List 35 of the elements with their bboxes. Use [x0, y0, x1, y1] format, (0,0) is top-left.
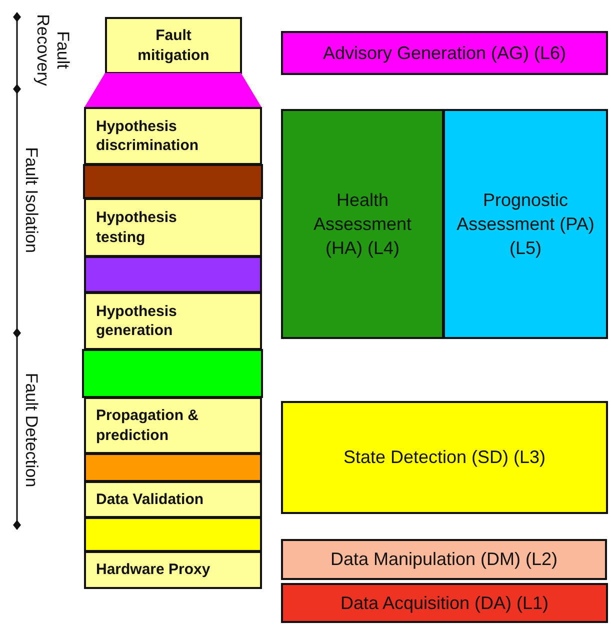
- box-label: Data Acquisition (DA) (L1): [340, 592, 549, 615]
- function-box: [84, 551, 262, 589]
- box-label: Fault mitigation: [136, 26, 210, 65]
- phase-label: Fault Recovery: [33, 13, 73, 88]
- layer-box: [443, 109, 608, 339]
- phase-label: Fault Isolation: [21, 147, 41, 253]
- layer-box: [281, 109, 444, 339]
- box-label: Data Validation: [96, 490, 204, 510]
- phase-label: Fault Detection: [21, 372, 41, 488]
- box-label: Hypothesis discrimination: [96, 116, 200, 156]
- function-box: [84, 481, 262, 518]
- box-label: State Detection (SD) (L3): [343, 446, 546, 470]
- box-label: Hypothesis testing: [96, 208, 178, 247]
- color-band: [83, 164, 263, 199]
- function-box: [84, 198, 262, 257]
- box-label: Advisory Generation (AG) (L6): [322, 42, 566, 65]
- layer-box: [281, 583, 608, 623]
- layer-box: [281, 31, 608, 75]
- function-box: [84, 292, 262, 350]
- box-label: Prognostic Assessment (PA) (L5): [456, 188, 596, 260]
- box-label: Data Manipulation (DM) (L2): [330, 548, 558, 572]
- layer-box: [281, 539, 607, 580]
- color-band: [84, 453, 262, 482]
- box-label: Hardware Proxy: [96, 560, 210, 580]
- trapezoid-band: [84, 73, 262, 108]
- color-band: [82, 349, 263, 398]
- function-box: [84, 397, 262, 454]
- color-band: [84, 517, 262, 552]
- function-box: [105, 17, 242, 74]
- box-label: Health Assessment (HA) (L4): [312, 188, 413, 260]
- layer-box: [281, 401, 608, 514]
- color-band: [84, 256, 262, 293]
- box-label: Hypothesis generation: [96, 302, 178, 340]
- box-label: Propagation & prediction: [96, 406, 200, 445]
- function-box: [84, 107, 262, 165]
